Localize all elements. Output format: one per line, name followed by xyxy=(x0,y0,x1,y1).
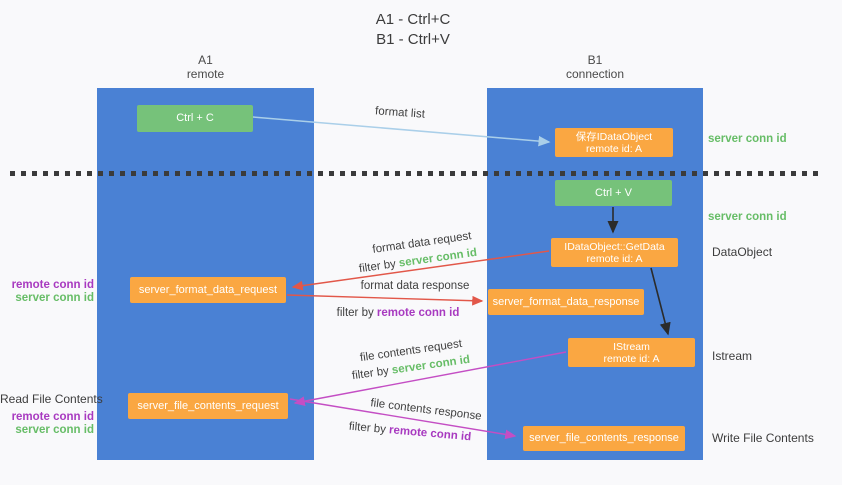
filter-by-text: filter by xyxy=(351,364,393,383)
filter-by-text: filter by xyxy=(348,420,390,437)
server-conn-id-annotation-format: server conn id xyxy=(15,292,94,304)
file-contents-response-label: file contents response xyxy=(369,397,483,423)
getdata-line1: IDataObject::GetData xyxy=(564,240,665,253)
ctrl-v-node: Ctrl + V xyxy=(555,180,672,206)
dataobject-annotation: DataObject xyxy=(712,245,773,259)
save-idataobject-line1: 保存IDataObject xyxy=(575,130,653,143)
getdata-line2: remote id: A xyxy=(586,252,643,265)
server-conn-id-annotation-mid: server conn id xyxy=(708,211,787,223)
server-format-data-response-label: server_format_data_response xyxy=(492,295,640,308)
ctrl-c-label: Ctrl + C xyxy=(176,112,214,124)
save-idataobject-node: 保存IDataObject remote id: A xyxy=(555,128,673,157)
server-file-contents-request-node: server_file_contents_request xyxy=(128,393,288,419)
lane-b1-name: B1 xyxy=(587,53,603,67)
format-data-response-filter-label: filter by remote conn id xyxy=(337,307,460,319)
title-line-2: B1 - Ctrl+V xyxy=(376,31,450,48)
istream-line1: IStream xyxy=(613,340,650,353)
istream-annotation: Istream xyxy=(712,349,753,363)
remote-conn-id-annotation-format: remote conn id xyxy=(11,279,94,291)
istream-node: IStream remote id: A xyxy=(568,338,695,367)
lane-header-a1: A1 remote xyxy=(97,53,314,81)
remote-conn-id-text: remote conn id xyxy=(376,307,460,319)
filter-by-text: filter by xyxy=(358,257,400,276)
ctrl-v-label: Ctrl + V xyxy=(595,186,632,199)
save-idataobject-line2: remote id: A xyxy=(585,142,643,155)
server-format-data-request-node: server_format_data_request xyxy=(130,277,286,303)
server-format-data-response-node: server_format_data_response xyxy=(488,289,644,315)
server-format-data-request-label: server_format_data_request xyxy=(138,283,278,296)
idataobject-getdata-node: IDataObject::GetData remote id: A xyxy=(551,238,678,267)
title-line-1: A1 - Ctrl+C xyxy=(375,11,451,28)
diagram-title: A1 - Ctrl+C B1 - Ctrl+V xyxy=(376,10,451,50)
server-file-contents-response-node: server_file_contents_response xyxy=(523,426,685,451)
remote-conn-id-text: remote conn id xyxy=(388,424,472,444)
server-file-contents-request-label: server_file_contents_request xyxy=(137,399,279,412)
lane-header-b1: B1 connection xyxy=(487,53,703,81)
lane-a1-name: A1 xyxy=(198,53,213,67)
format-data-response-label: format data response xyxy=(360,280,470,292)
ctrl-c-node: Ctrl + C xyxy=(137,105,253,132)
filter-by-text: filter by xyxy=(336,307,377,319)
server-conn-id-annotation-file: server conn id xyxy=(15,424,94,436)
lane-b1-subtitle: connection xyxy=(565,67,625,81)
phase-separator-dotted-line xyxy=(10,171,823,176)
file-contents-response-filter-label: filter by remote conn id xyxy=(348,421,471,444)
read-file-contents-annotation: Read File Contents xyxy=(0,392,103,406)
lane-a1-subtitle: remote xyxy=(186,67,225,81)
remote-conn-id-annotation-file: remote conn id xyxy=(11,411,94,423)
istream-line2: remote id: A xyxy=(603,352,660,365)
write-file-contents-annotation: Write File Contents xyxy=(712,431,814,445)
format-list-label: format list xyxy=(374,105,426,121)
format-data-response-arrow xyxy=(286,294,484,306)
server-conn-id-annotation-top: server conn id xyxy=(708,133,787,145)
server-file-contents-response-label: server_file_contents_response xyxy=(529,432,679,444)
